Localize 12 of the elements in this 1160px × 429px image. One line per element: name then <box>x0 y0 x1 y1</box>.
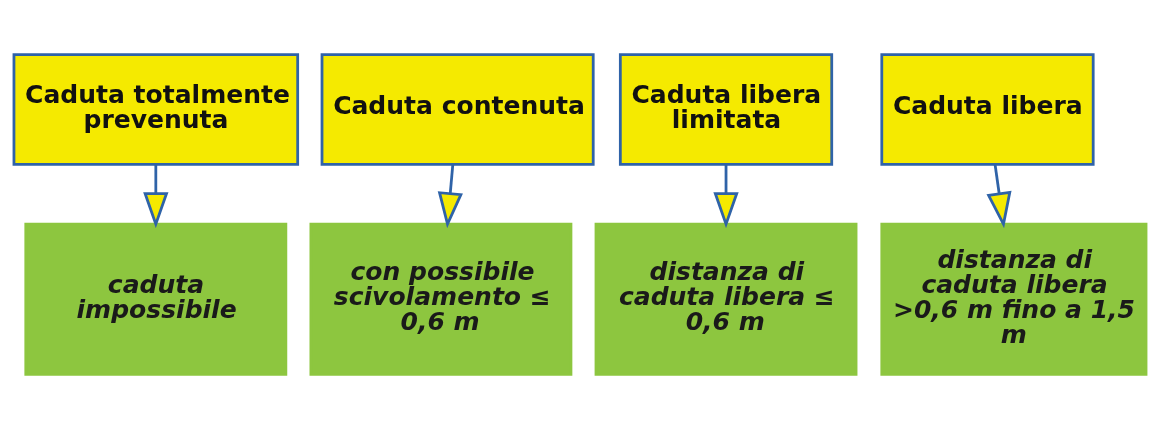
node-box: distanza di caduta libera >0,6 m fino a 1,5 m <box>880 222 1148 376</box>
node-box: con possibile scivolamento ≤ 0,6 m <box>309 222 573 376</box>
node-box: distanza di caduta libera ≤ 0,6 m <box>594 222 858 376</box>
node-box: Caduta libera limitata <box>618 53 834 166</box>
node-box: Caduta libera <box>880 53 1095 166</box>
node-box: Caduta contenuta <box>320 53 595 166</box>
arrow <box>437 164 463 229</box>
arrow <box>713 164 739 229</box>
node-box: Caduta totalmente prevenuta <box>12 53 300 166</box>
arrow <box>986 164 1012 229</box>
node-box: caduta impossibile <box>24 222 288 376</box>
arrow <box>143 164 169 229</box>
